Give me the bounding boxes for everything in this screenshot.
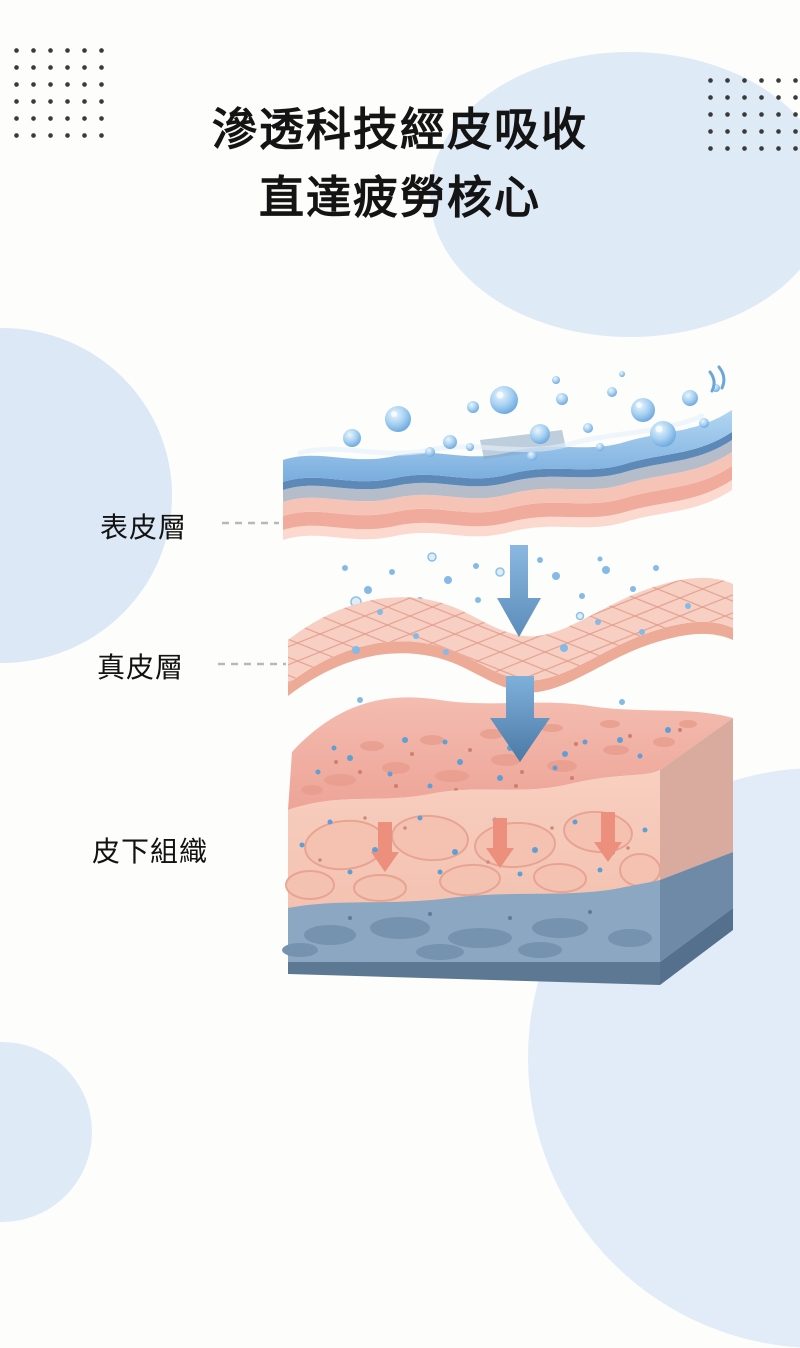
page-title: 滲透科技經皮吸收 直達疲勞核心 (0, 96, 800, 231)
epidermis-illustration (283, 410, 732, 540)
label-dermis: 真皮層 (97, 652, 185, 683)
fat-lobules (285, 810, 661, 902)
motion-accent-icon (708, 365, 726, 393)
subcutaneous-block-illustration (282, 697, 733, 985)
surface-droplets (343, 371, 720, 461)
tissue-arrow-icons (371, 812, 622, 872)
top-surface-texture (301, 720, 697, 795)
dot-grid-decoration-top-left (8, 42, 104, 138)
mesh-droplets (352, 603, 691, 655)
label-subcutaneous: 皮下組織 (92, 836, 209, 867)
dot-grid-decoration-top-right (702, 72, 798, 152)
arrow-down-icon-2 (490, 676, 550, 762)
arrow-down-icon-1 (497, 545, 541, 637)
label-epidermis: 表皮層 (100, 512, 188, 543)
front-face-droplets (299, 815, 648, 877)
title-line-2: 直達疲勞核心 (258, 171, 541, 223)
skin-layers-diagram (218, 365, 733, 985)
hypodermis-band-texture (282, 910, 652, 960)
title-line-1: 滲透科技經皮吸收 (211, 104, 588, 155)
